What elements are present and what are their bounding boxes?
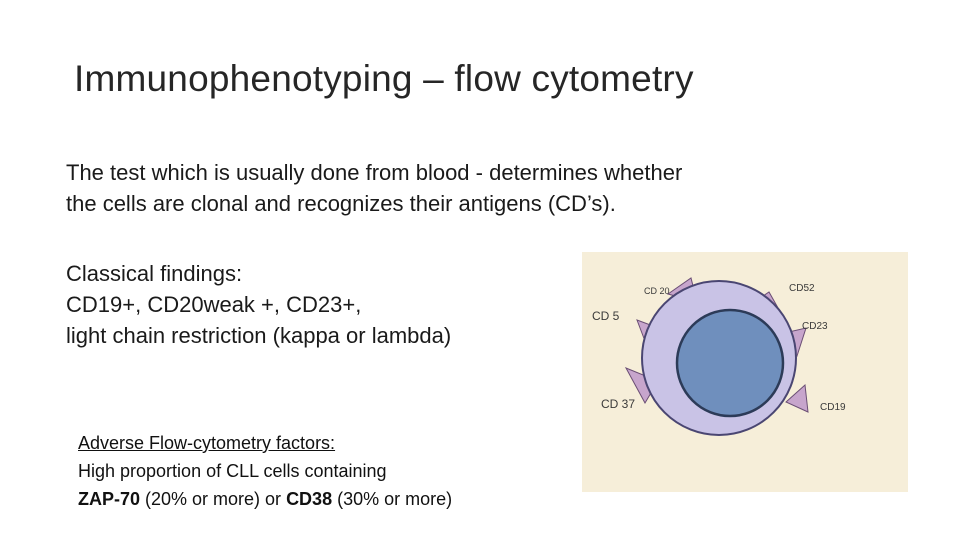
cll-cell-diagram: CD 20 CD52 CD 5 CD23 CD 37 CD19 — [582, 252, 908, 492]
label-cd52: CD52 — [789, 283, 815, 294]
label-cd20: CD 20 — [644, 286, 670, 296]
label-cd37: CD 37 — [601, 397, 635, 411]
cell-illustration: CD 20 CD52 CD 5 CD23 CD 37 CD19 — [592, 277, 846, 436]
adverse-factors-line-1: High proportion of CLL cells containing — [78, 461, 387, 481]
label-cd5: CD 5 — [592, 309, 620, 323]
intro-line-2: the cells are clonal and recognizes thei… — [66, 191, 616, 216]
slide-title: Immunophenotyping – flow cytometry — [74, 58, 694, 99]
zap70-threshold: (20% or more) or — [140, 489, 287, 509]
zap70-marker: ZAP-70 — [78, 489, 141, 509]
classical-findings-line-1: CD19+, CD20weak +, CD23+, — [66, 292, 362, 317]
cell-nucleus — [675, 308, 785, 418]
label-cd19: CD19 — [820, 402, 846, 413]
receptor-cd19 — [785, 383, 809, 413]
classical-findings-line-2: light chain restriction (kappa or lambda… — [66, 323, 452, 348]
classical-findings: Classical findings: CD19+, CD20weak +, C… — [66, 258, 566, 351]
cd38-threshold: (30% or more) — [332, 489, 453, 509]
label-cd23: CD23 — [802, 321, 828, 332]
classical-findings-heading: Classical findings: — [66, 261, 243, 286]
cd38-marker: CD38 — [286, 489, 333, 509]
intro-line-1: The test which is usually done from bloo… — [66, 160, 683, 185]
adverse-factors: Adverse Flow-cytometry factors: High pro… — [78, 429, 452, 513]
adverse-factors-line-2: ZAP-70 (20% or more) or CD38 (30% or mor… — [78, 485, 452, 513]
adverse-factors-heading: Adverse Flow-cytometry factors: — [78, 433, 336, 453]
intro-paragraph: The test which is usually done from bloo… — [66, 157, 826, 219]
